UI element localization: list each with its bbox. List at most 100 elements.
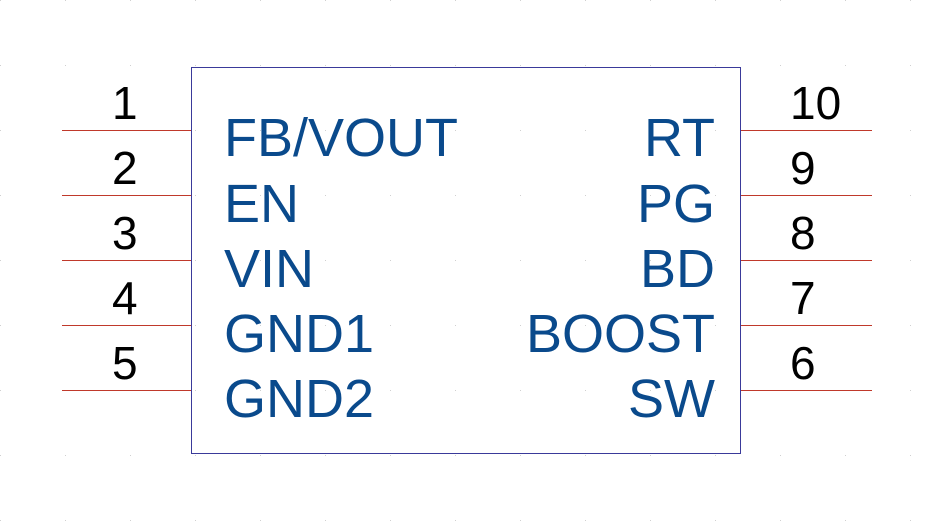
grid-dot <box>910 260 911 261</box>
grid-dot <box>260 0 261 1</box>
grid-dot <box>195 0 196 1</box>
grid-dot <box>585 0 586 1</box>
grid-dot <box>585 325 586 326</box>
grid-dot <box>910 130 911 131</box>
grid-dot <box>715 325 716 326</box>
grid-dot <box>650 390 651 391</box>
grid-dot <box>325 65 326 66</box>
grid-dot <box>260 260 261 261</box>
grid-dot <box>390 130 391 131</box>
grid-dot <box>585 195 586 196</box>
pin-3-line <box>62 260 191 261</box>
grid-dot <box>65 65 66 66</box>
grid-dot <box>325 260 326 261</box>
grid-dot <box>585 455 586 456</box>
grid-dot <box>0 65 1 66</box>
grid-dot <box>585 65 586 66</box>
pin-5-number: 5 <box>112 337 138 389</box>
grid-dot <box>845 520 846 521</box>
grid-dot <box>910 390 911 391</box>
grid-dot <box>195 455 196 456</box>
grid-dot <box>455 130 456 131</box>
grid-dot <box>585 130 586 131</box>
grid-dot <box>390 455 391 456</box>
pin-8-number: 8 <box>790 207 816 259</box>
ic-body <box>191 67 741 454</box>
grid-dot <box>780 65 781 66</box>
grid-dot <box>845 0 846 1</box>
grid-dot <box>390 65 391 66</box>
pin-4-number: 4 <box>112 272 138 324</box>
pin-3-number: 3 <box>112 207 138 259</box>
grid-dot <box>715 130 716 131</box>
grid-dot <box>0 130 1 131</box>
grid-dot <box>520 65 521 66</box>
grid-dot <box>0 325 1 326</box>
grid-dot <box>65 455 66 456</box>
pin-5-line <box>62 390 191 391</box>
pin-2-number: 2 <box>112 142 138 194</box>
grid-dot <box>650 260 651 261</box>
grid-dot <box>260 65 261 66</box>
grid-dot <box>325 195 326 196</box>
grid-dot <box>910 455 911 456</box>
grid-dot <box>650 130 651 131</box>
pin-9-label: PG <box>636 174 715 234</box>
pin-10-number: 10 <box>790 77 842 129</box>
grid-dot <box>585 390 586 391</box>
grid-dot <box>390 195 391 196</box>
grid-dot <box>520 0 521 1</box>
pin-6-label: SW <box>628 369 715 429</box>
grid-dot <box>0 455 1 456</box>
pin-5-label: GND2 <box>224 369 375 429</box>
grid-dot <box>0 520 1 521</box>
grid-dot <box>455 455 456 456</box>
grid-dot <box>520 390 521 391</box>
grid-dot <box>715 0 716 1</box>
grid-dot <box>325 0 326 1</box>
grid-dot <box>910 325 911 326</box>
grid-dot <box>455 65 456 66</box>
grid-dot <box>0 260 1 261</box>
grid-dot <box>130 65 131 66</box>
grid-dot <box>910 520 911 521</box>
grid-dot <box>520 195 521 196</box>
grid-dot <box>390 260 391 261</box>
pin-7-line <box>741 325 872 326</box>
grid-dot <box>455 260 456 261</box>
grid-dot <box>130 520 131 521</box>
pin-1-number: 1 <box>112 77 138 129</box>
pin-6-number: 6 <box>790 337 816 389</box>
grid-dot <box>65 520 66 521</box>
grid-dot <box>325 520 326 521</box>
grid-dot <box>715 390 716 391</box>
grid-dot <box>260 325 261 326</box>
grid-dot <box>520 520 521 521</box>
pin-8-label: BD <box>639 239 715 299</box>
grid-dot <box>390 520 391 521</box>
pin-8-line <box>741 260 872 261</box>
pin-4-label: GND1 <box>224 304 375 364</box>
pin-10-line <box>741 130 872 131</box>
grid-dot <box>390 390 391 391</box>
grid-dot <box>0 390 1 391</box>
pin-2-label: EN <box>224 174 300 234</box>
grid-dot <box>780 520 781 521</box>
grid-dot <box>0 195 1 196</box>
grid-dot <box>455 390 456 391</box>
pin-2-line <box>62 195 191 196</box>
grid-dot <box>455 195 456 196</box>
grid-dot <box>910 65 911 66</box>
grid-dot <box>390 325 391 326</box>
grid-dot <box>455 325 456 326</box>
grid-dot <box>195 65 196 66</box>
grid-dot <box>520 325 521 326</box>
grid-dot <box>715 65 716 66</box>
grid-dot <box>65 0 66 1</box>
grid-dot <box>585 260 586 261</box>
grid-dot <box>195 130 196 131</box>
grid-dot <box>260 390 261 391</box>
grid-dot <box>455 0 456 1</box>
grid-dot <box>715 260 716 261</box>
